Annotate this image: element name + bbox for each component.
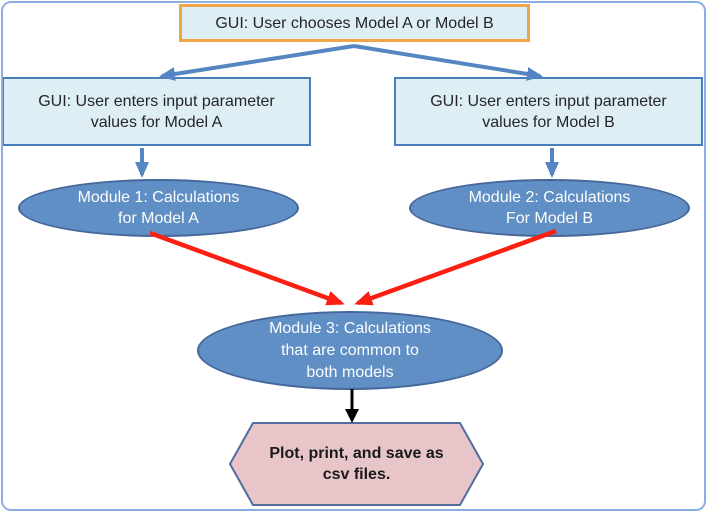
edge-module-2-to-module-3-arrow	[354, 228, 557, 306]
node-label-line: that are common to	[281, 341, 419, 359]
node-module-2: Module 2: Calculations For Model B	[409, 179, 690, 237]
node-label-line: Module 3: Calculations	[269, 319, 431, 337]
node-choose-model: GUI: User chooses Model A or Model B	[179, 4, 530, 42]
edge-module-1-to-module-3-arrow	[149, 230, 345, 306]
node-module-1: Module 1: Calculations for Model A	[18, 179, 299, 237]
edge-choose-to-input-b-arrow	[353, 44, 543, 81]
node-label-line: GUI: User enters input parameter	[430, 92, 667, 110]
node-label-line: Module 1: Calculations	[77, 189, 240, 206]
edge-choose-to-input-a-arrow	[159, 44, 355, 81]
node-label-line: GUI: User enters input parameter	[38, 92, 275, 110]
node-input-model-b: GUI: User enters input parameter values …	[394, 77, 703, 146]
node-label-line: Module 2: Calculations	[468, 189, 631, 206]
node-label-line: values for Model A	[90, 113, 223, 131]
node-label-line: Plot, print, and save as	[269, 445, 444, 462]
node-label-line: both models	[306, 363, 394, 381]
node-label-line: values for Model B	[482, 113, 615, 131]
node-label: GUI: User chooses Model A or Model B	[215, 14, 494, 32]
node-label-line: csv files.	[322, 466, 391, 483]
node-output-label: Plot, print, and save as csv files.	[240, 423, 473, 505]
node-label-line: for Model A	[118, 210, 199, 227]
node-module-3: Module 3: Calculations that are common t…	[197, 311, 503, 390]
node-label-line: For Model B	[505, 210, 594, 227]
node-input-model-a: GUI: User enters input parameter values …	[2, 77, 311, 146]
